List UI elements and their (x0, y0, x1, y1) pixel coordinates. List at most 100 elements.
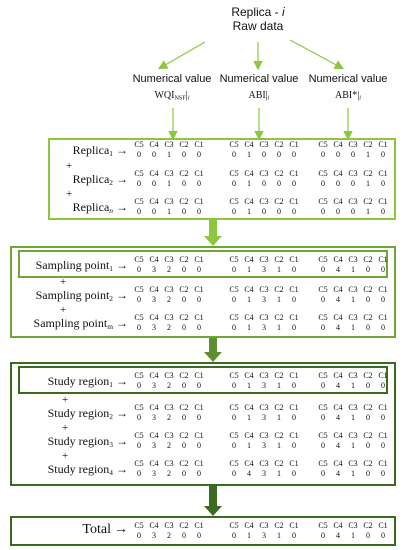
cell-value: 0 (336, 179, 340, 188)
column-header: C3 (348, 313, 358, 322)
column-header: C1 (289, 197, 299, 206)
formula-sub: NSF (174, 94, 186, 102)
column-header: C2 (363, 255, 373, 264)
title-line2: Raw data (232, 19, 284, 33)
column-header: C1 (194, 140, 204, 149)
cell-value: 1 (351, 381, 355, 390)
column-header: C3 (259, 255, 269, 264)
column-header: C4 (333, 431, 343, 440)
column-header: C2 (274, 403, 284, 412)
cell-value: 1 (247, 381, 251, 390)
column-header: C5 (318, 521, 328, 530)
cell-value: 0 (182, 531, 186, 540)
column-header: C2 (274, 431, 284, 440)
column-header: C3 (348, 431, 358, 440)
cell-value: 0 (321, 150, 325, 159)
column-header: C4 (149, 140, 159, 149)
cell-value: 1 (277, 295, 281, 304)
row-label-text: Study region (47, 434, 110, 448)
column-header: C1 (289, 313, 299, 322)
row-label-text: Replica (72, 200, 110, 214)
column-header: C2 (179, 140, 189, 149)
cell-value: 1 (277, 265, 281, 274)
column-header: C1 (378, 313, 388, 322)
formula-main: ABI* (335, 90, 358, 101)
cell-value: 0 (381, 265, 385, 274)
cell-value: 0 (232, 381, 236, 390)
row-label-text: Study region (47, 462, 110, 476)
column-header: C1 (378, 197, 388, 206)
column-header: C2 (363, 403, 373, 412)
column-header: C5 (318, 285, 328, 294)
numerical-formula-1: ABI|i (219, 90, 299, 102)
row-label: Sampling point2→ (36, 288, 128, 303)
column-header: C3 (348, 285, 358, 294)
column-header: C1 (194, 197, 204, 206)
column-header: C4 (333, 313, 343, 322)
column-header: C1 (378, 255, 388, 264)
row-label-sub: n (109, 205, 113, 215)
column-header: C4 (333, 403, 343, 412)
column-header: C3 (164, 197, 174, 206)
column-header: C2 (274, 459, 284, 468)
formula-index: i (187, 94, 190, 102)
formula-suffix: | (185, 90, 188, 101)
replica-box (48, 138, 396, 220)
cell-value: 1 (366, 207, 370, 216)
column-header: C1 (194, 285, 204, 294)
column-header: C5 (229, 371, 239, 380)
cell-value: 0 (321, 323, 325, 332)
cell-value: 0 (197, 179, 201, 188)
column-header: C3 (164, 313, 174, 322)
row-label: Replica1→ (73, 143, 128, 158)
column-header: C5 (134, 169, 144, 178)
cell-value: 0 (182, 469, 186, 478)
column-header: C1 (194, 313, 204, 322)
column-header: C1 (289, 169, 299, 178)
cell-value: 0 (232, 531, 236, 540)
cell-value: 1 (351, 441, 355, 450)
column-header: C1 (378, 169, 388, 178)
cell-value: 0 (351, 179, 355, 188)
column-header: C5 (229, 459, 239, 468)
column-header: C3 (348, 403, 358, 412)
cell-value: 1 (247, 207, 251, 216)
column-header: C5 (229, 521, 239, 530)
cell-value: 3 (262, 413, 266, 422)
column-header: C4 (244, 459, 254, 468)
column-header: C4 (333, 169, 343, 178)
cell-value: 0 (321, 265, 325, 274)
column-header: C1 (289, 371, 299, 380)
cell-value: 0 (137, 179, 141, 188)
column-header: C5 (229, 255, 239, 264)
column-header: C1 (289, 255, 299, 264)
column-header: C3 (164, 403, 174, 412)
column-header: C2 (274, 169, 284, 178)
cell-value: 1 (366, 179, 370, 188)
cell-value: 3 (262, 381, 266, 390)
column-header: C3 (259, 140, 269, 149)
column-header: C5 (318, 371, 328, 380)
total-box (10, 516, 396, 546)
title-line1: Replica - (231, 5, 282, 19)
column-header: C3 (259, 285, 269, 294)
cell-value: 2 (167, 323, 171, 332)
row-label: Sampling point1→ (36, 258, 128, 273)
column-header: C5 (134, 197, 144, 206)
column-header: C2 (274, 140, 284, 149)
row-label-text: Replica (72, 172, 110, 186)
formula-main: ABI (248, 90, 266, 101)
column-header: C5 (229, 431, 239, 440)
cell-value: 0 (137, 295, 141, 304)
cell-value: 2 (167, 295, 171, 304)
cell-value: 3 (262, 531, 266, 540)
cell-value: 0 (366, 323, 370, 332)
column-header: C2 (179, 255, 189, 264)
cell-value: 4 (336, 381, 340, 390)
cell-value: 1 (247, 265, 251, 274)
row-label-text: Sampling point (35, 258, 110, 272)
